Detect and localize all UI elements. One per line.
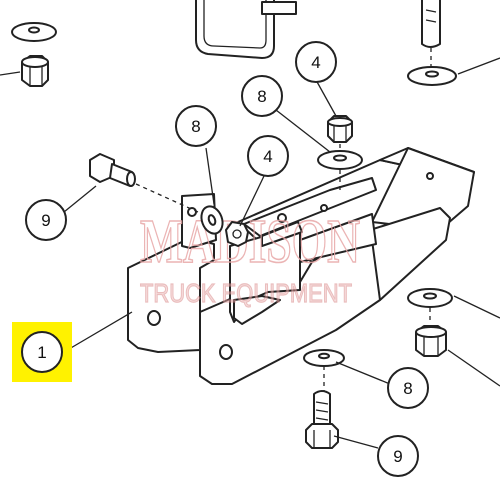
part-1-callout[interactable]: 1 (12, 322, 72, 382)
bolt-top-right (421, 0, 441, 70)
watermark-tagline: TRUCK EQUIPMENT (140, 278, 352, 308)
washer-lower-callout[interactable]: 8 (387, 367, 429, 409)
washer-upper-label: 8 (257, 87, 266, 106)
washer-upper-callout[interactable]: 8 (241, 75, 283, 117)
nut-left-label: 4 (263, 147, 272, 166)
nut-left (225, 221, 249, 247)
washer-lower (303, 349, 345, 367)
washer-top-left (11, 22, 57, 42)
bracket-weldment (127, 147, 475, 385)
nut-upper (327, 115, 353, 143)
bolt-left-callout[interactable]: 9 (25, 199, 67, 241)
nut-upper-label: 4 (311, 53, 320, 72)
bolt-lower-label: 9 (393, 447, 402, 466)
washer-left-callout[interactable]: 8 (175, 105, 217, 147)
nut-right (415, 325, 447, 357)
washer-lower-label: 8 (403, 379, 412, 398)
washer-left-label: 8 (191, 117, 200, 136)
bolt-lower (305, 390, 339, 449)
watermark-brand: MADISON (140, 208, 360, 276)
upper-bracket-fragment (195, 0, 297, 59)
nut-top-left (21, 55, 49, 87)
part-1-label: 1 (37, 343, 46, 362)
washer-left (200, 205, 224, 235)
nut-upper-callout[interactable]: 4 (295, 41, 337, 83)
washer-right (407, 288, 453, 308)
nut-left-callout[interactable]: 4 (247, 135, 289, 177)
bolt-left-label: 9 (41, 211, 50, 230)
bolt-lower-callout[interactable]: 9 (377, 435, 419, 477)
bolt-left (89, 153, 199, 213)
washer-top-right (407, 66, 457, 86)
watermark: MADISON TRUCK EQUIPMENT (139, 207, 361, 308)
washer-upper (317, 150, 363, 170)
